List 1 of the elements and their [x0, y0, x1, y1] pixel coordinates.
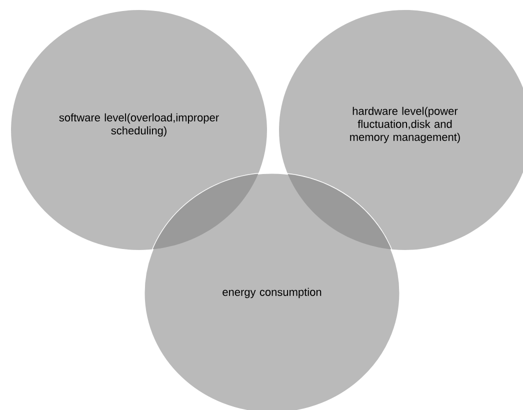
node-label: energy consumption — [222, 288, 322, 298]
